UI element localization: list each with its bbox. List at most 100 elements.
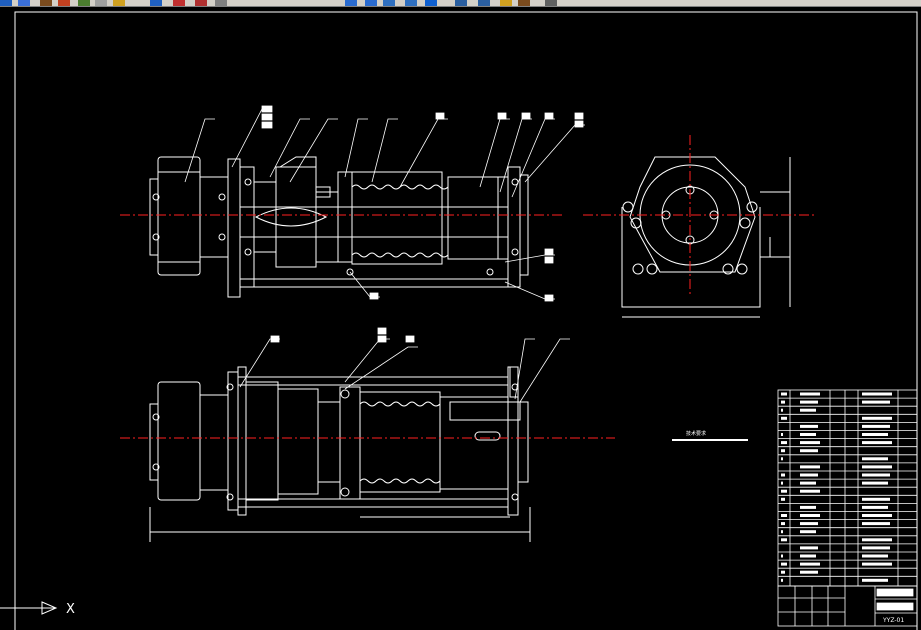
part-callouts-bottom	[239, 327, 570, 403]
parts-list-cell-text	[781, 457, 783, 461]
parts-list-cell-text	[781, 408, 783, 412]
parts-list-cell-text	[862, 481, 888, 485]
parts-list-cell-text	[862, 505, 888, 509]
technical-note-label: 技术要求	[686, 430, 706, 437]
render-icon[interactable]	[478, 0, 490, 6]
reducer-housing	[253, 181, 277, 253]
toolbar	[0, 0, 921, 7]
parts-list-cell-text	[862, 441, 892, 445]
technical-note: 技术要求	[672, 430, 748, 441]
parts-list-cell-text	[800, 449, 818, 453]
parts-list-cell-text	[781, 538, 787, 542]
parts-list-cell-text	[800, 481, 816, 485]
parts-list-cell-text	[800, 441, 820, 445]
parts-list-cell-text	[800, 522, 818, 526]
parts-list-cell-text	[781, 489, 787, 493]
parts-list-cell-text	[800, 554, 816, 558]
parts-list-cell-text	[862, 497, 890, 501]
drawing-border	[14, 11, 918, 630]
parts-list-cell-text	[781, 441, 787, 445]
copy-icon[interactable]	[58, 0, 70, 6]
parts-list-cell-text	[862, 546, 890, 550]
parts-list-cell-text	[781, 433, 783, 436]
cut-icon[interactable]	[40, 0, 52, 6]
zoom-previous-icon[interactable]	[215, 0, 227, 6]
parts-list-cell-text	[800, 433, 816, 436]
parts-list-cell-text	[862, 578, 888, 582]
side-view	[621, 156, 791, 318]
block-icon[interactable]	[405, 0, 417, 6]
undo-icon[interactable]	[0, 0, 12, 6]
drawing-canvas[interactable]: 技术要求 YYZ-01 X	[0, 7, 921, 630]
dimension-icon[interactable]	[345, 0, 357, 6]
text-icon[interactable]	[365, 0, 377, 6]
parts-list-cell-text	[800, 424, 818, 428]
parts-list-cell-text	[862, 457, 888, 461]
parts-list-cell-text	[800, 562, 820, 566]
parts-list-cell-text	[862, 473, 890, 477]
parts-list-cell-text	[862, 522, 890, 526]
parts-list-cell-text	[781, 416, 787, 420]
window-icon[interactable]	[545, 0, 557, 6]
parts-list-cell-text	[781, 514, 787, 517]
layer-icon[interactable]	[78, 0, 90, 6]
parts-list-cell-text	[862, 465, 892, 469]
table-icon[interactable]	[383, 0, 395, 6]
parts-list-cell-text	[800, 465, 820, 469]
drum-plan	[359, 391, 441, 493]
bottom-view	[149, 366, 531, 542]
properties-icon[interactable]	[95, 0, 107, 6]
part-callouts-top	[184, 105, 585, 302]
parts-list-cell-text	[800, 473, 818, 477]
parts-list-cell-text	[781, 562, 787, 566]
parts-list-cell-text	[800, 570, 818, 574]
save-icon[interactable]	[18, 0, 30, 6]
parts-list-cell-text	[781, 522, 785, 526]
parts-list-cell-text	[781, 400, 785, 404]
parts-list-cell-text	[800, 505, 816, 509]
match-icon[interactable]	[113, 0, 125, 6]
parts-list-cell-text	[862, 416, 892, 420]
parts-list-cell-text	[800, 400, 818, 404]
parts-list-cell-text	[862, 424, 890, 428]
pan-icon[interactable]	[150, 0, 162, 6]
parts-list-cell-text	[781, 530, 783, 534]
parts-list-cell-text	[862, 433, 888, 436]
title-block: YYZ-01	[777, 585, 918, 627]
zoom-window-icon[interactable]	[195, 0, 207, 6]
parts-list-cell-text	[862, 538, 892, 542]
drum	[351, 171, 443, 265]
ucs-x-label: X	[66, 602, 75, 617]
bolts	[152, 178, 519, 276]
parts-list-cell-text	[862, 562, 892, 566]
drawing-number: YYZ-01	[882, 617, 904, 624]
parts-list-cell-text	[862, 554, 888, 558]
parts-list-cell-text	[781, 481, 783, 485]
brake-housing	[447, 176, 499, 260]
parts-list-cell-text	[781, 570, 785, 574]
parts-list	[777, 389, 918, 587]
reducer-plan	[277, 388, 319, 495]
parts-list-cell-text	[862, 392, 892, 396]
parts-list-cell-text	[800, 530, 816, 534]
light-icon[interactable]	[500, 0, 512, 6]
zoom-icon[interactable]	[173, 0, 185, 6]
parts-list-cell-text	[800, 392, 820, 396]
parts-list-cell-text	[781, 578, 783, 582]
parts-list-cell-text	[862, 514, 892, 517]
motor-flange	[157, 156, 201, 276]
parts-list-cell-text	[781, 449, 785, 453]
side-view-centerlines	[583, 135, 815, 295]
parts-list-cell-text	[781, 554, 783, 558]
parts-list-cell-text	[862, 400, 890, 404]
material-icon[interactable]	[518, 0, 530, 6]
ucs-icon: X	[0, 601, 75, 617]
parts-list-cell-text	[800, 489, 820, 493]
help-icon[interactable]	[425, 0, 437, 6]
3d-orbit-icon[interactable]	[455, 0, 467, 6]
parts-list-cell-text	[781, 473, 785, 477]
parts-list-cell-text	[800, 408, 816, 412]
parts-list-cell-text	[781, 497, 785, 501]
parts-list-cell-text	[800, 546, 818, 550]
top-view	[149, 156, 529, 298]
